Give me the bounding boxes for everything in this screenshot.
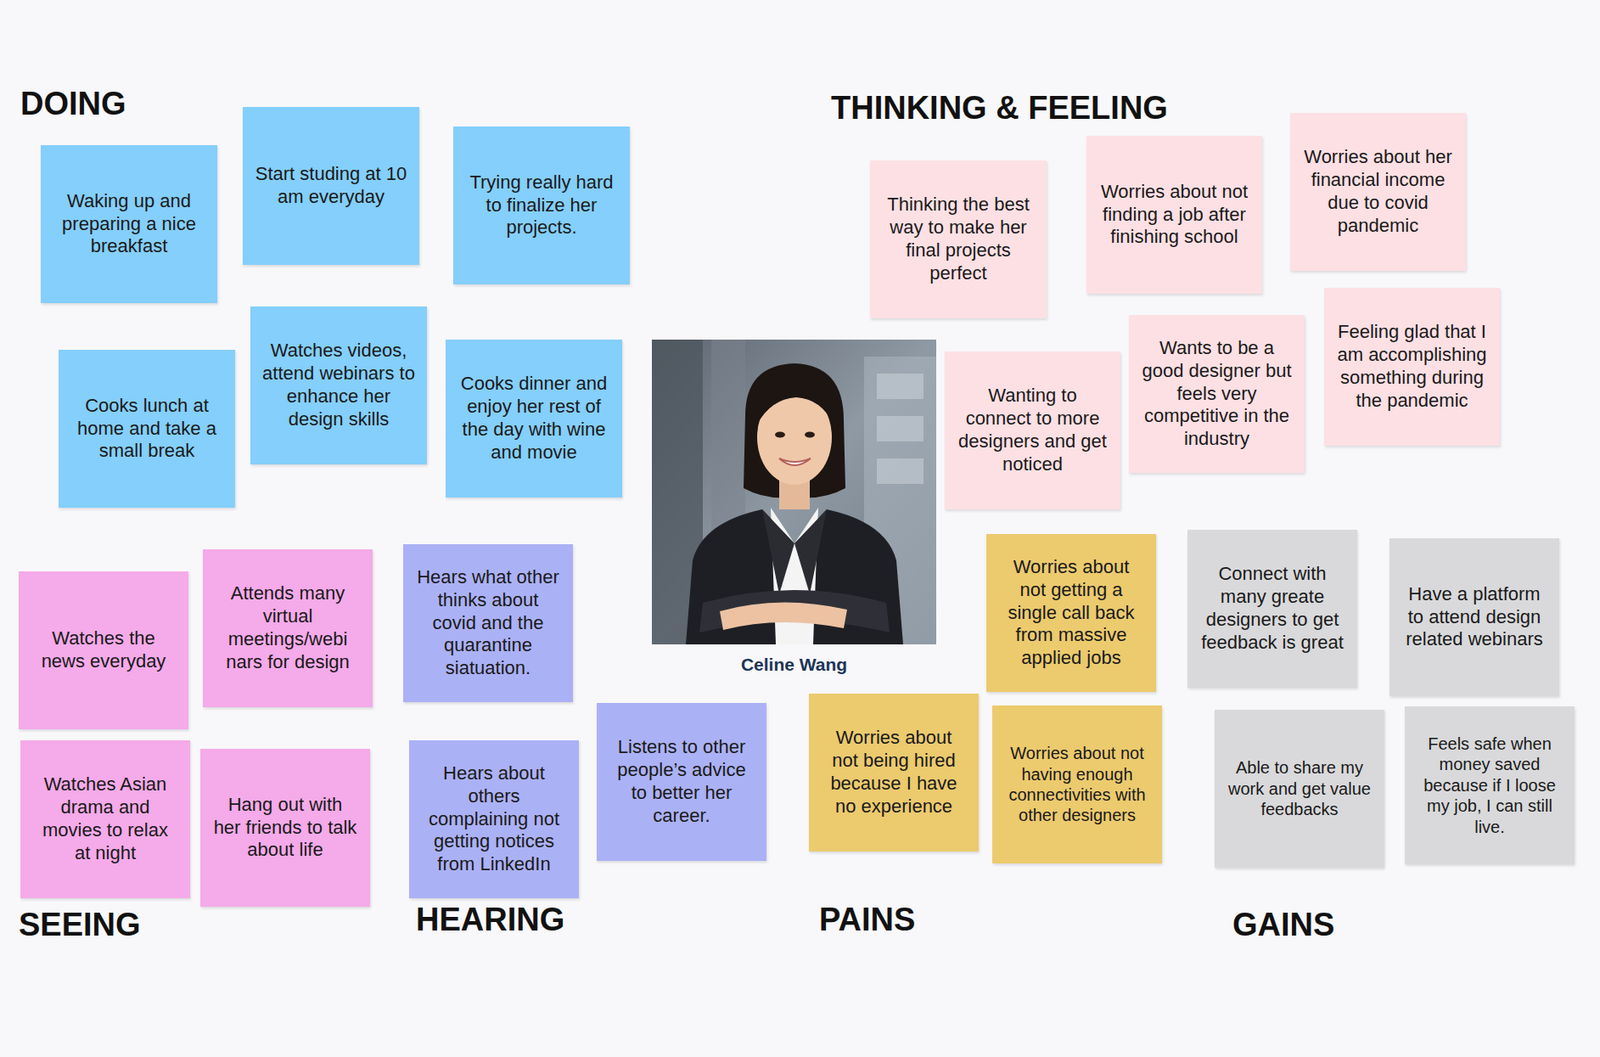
note-text: Connect with many greate designers to ge…: [1199, 562, 1346, 654]
gain-note: Connect with many greate designers to ge…: [1187, 529, 1358, 688]
note-text: Waking up and preparing a nice breakfast: [52, 190, 206, 259]
thinking-note: Wanting to connect to more designers and…: [944, 351, 1121, 510]
note-text: Have a platform to attend design related…: [1401, 583, 1548, 652]
doing-note: Cooks lunch at home and take a small bre…: [58, 349, 236, 508]
pain-note: Worries about not getting a single call …: [986, 533, 1157, 692]
seeing-note: Attends many virtual meetings/webi nars …: [202, 549, 373, 708]
gain-note: Feels safe when money saved because if I…: [1404, 706, 1575, 865]
note-text: Hears what other thinks about covid and …: [415, 566, 562, 680]
note-text: Worries about her financial income due t…: [1302, 145, 1455, 237]
note-text: Able to share my work and get value feed…: [1226, 757, 1373, 820]
note-text: Worries about not finding a job after fi…: [1098, 180, 1251, 249]
pain-note: Worries about not having enough connecti…: [992, 705, 1163, 864]
thinking-note: Worries about not finding a job after fi…: [1086, 135, 1263, 294]
doing-note: Waking up and preparing a nice breakfast: [40, 145, 218, 304]
seeing-note: Watches the news everyday: [18, 571, 189, 730]
note-text: Start studing at 10 am everyday: [254, 162, 408, 209]
note-text: Trying really hard to finalize her proje…: [465, 171, 618, 240]
pain-note: Worries about not being hired because I …: [808, 693, 979, 852]
gain-note: Have a platform to attend design related…: [1389, 538, 1560, 697]
section-heading: HEARING: [415, 903, 565, 936]
doing-note: Cooks dinner and enjoy her rest of the d…: [445, 339, 623, 498]
note-text: Worries about not getting a single call …: [998, 555, 1145, 670]
note-text: Watches videos, attend webinars to enhan…: [262, 339, 416, 431]
doing-note: Watches videos, attend webinars to enhan…: [250, 306, 427, 465]
note-text: Attends many virtual meetings/webi nars …: [214, 582, 361, 674]
doing-note: Start studing at 10 am everyday: [242, 106, 420, 265]
section-heading: SEEING: [18, 908, 141, 941]
note-text: Cooks dinner and enjoy her rest of the d…: [457, 372, 611, 464]
thinking-note: Wants to be a good designer but feels ve…: [1128, 314, 1305, 473]
thinking-note: Worries about her financial income due t…: [1290, 112, 1466, 271]
hearing-note: Hears about others complaining not getti…: [409, 740, 579, 899]
note-text: Feeling glad that I am accomplishing som…: [1336, 320, 1488, 412]
note-text: Thinking the best way to make her final …: [881, 193, 1035, 285]
note-text: Watches Asian drama and movies to relax …: [32, 773, 179, 865]
note-text: Hears about others complaining not getti…: [421, 762, 568, 876]
thinking-note: Feeling glad that I am accomplishing som…: [1324, 287, 1500, 446]
thinking-note: Thinking the best way to make her final …: [870, 160, 1047, 319]
hearing-note: Listens to other people’s advice to bett…: [596, 702, 767, 861]
note-text: Wants to be a good designer but feels ve…: [1140, 336, 1293, 451]
note-text: Worries about not being hired because I …: [820, 726, 967, 818]
note-text: Cooks lunch at home and take a small bre…: [70, 394, 224, 463]
note-text: Hang out with her friends to talk about …: [212, 793, 359, 862]
note-text: Feels safe when money saved because if I…: [1416, 733, 1563, 837]
seeing-note: Hang out with her friends to talk about …: [200, 748, 371, 907]
note-text: Listens to other people’s advice to bett…: [608, 735, 755, 827]
section-heading: DOING: [20, 87, 127, 120]
section-heading: PAINS: [819, 903, 916, 936]
persona-name: Celine Wang: [651, 655, 937, 674]
section-heading: THINKING & FEELING: [830, 91, 1168, 124]
note-text: Worries about not having enough connecti…: [1004, 742, 1151, 826]
seeing-note: Watches Asian drama and movies to relax …: [20, 740, 191, 899]
hearing-note: Hears what other thinks about covid and …: [403, 544, 573, 702]
doing-note: Trying really hard to finalize her proje…: [453, 126, 630, 285]
section-heading: GAINS: [1232, 908, 1335, 941]
gain-note: Able to share my work and get value feed…: [1214, 709, 1385, 868]
note-text: Wanting to connect to more designers and…: [956, 384, 1109, 476]
persona-photo: [651, 339, 937, 645]
note-text: Watches the news everyday: [30, 627, 177, 674]
